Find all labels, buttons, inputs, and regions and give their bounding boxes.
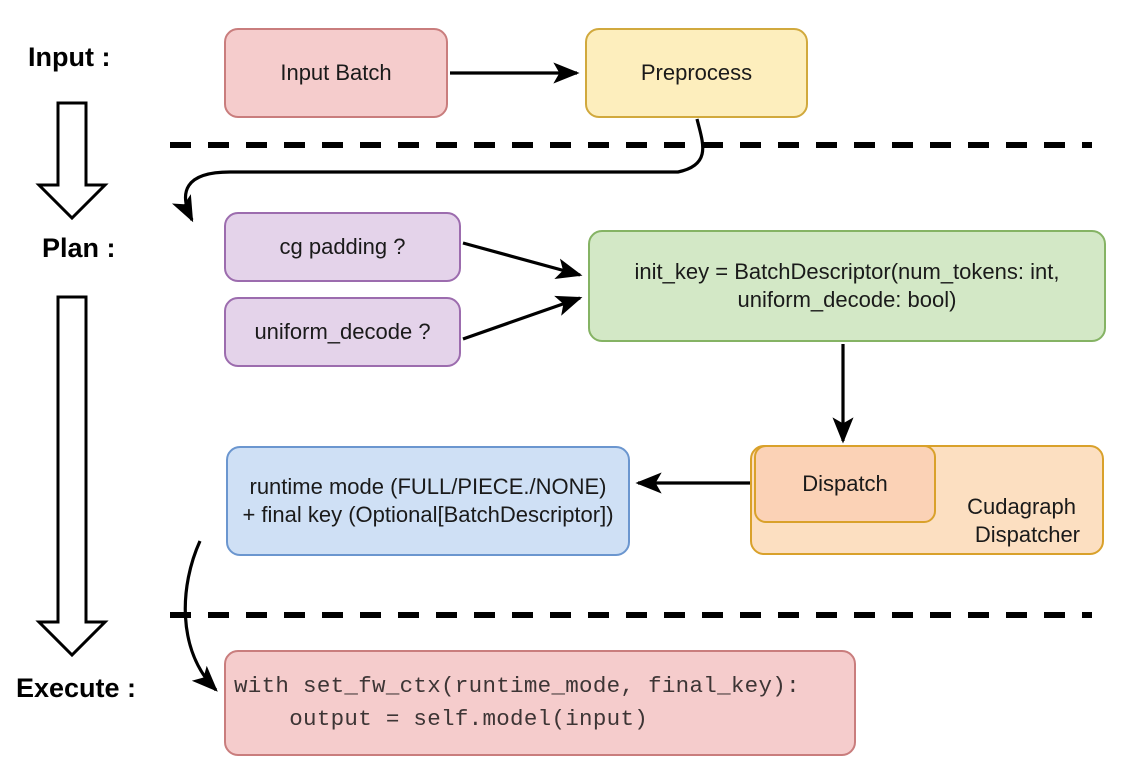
stage-arrow-input-to-plan: [35, 101, 109, 221]
node-execute-code-line1: with set_fw_ctx(runtime_mode, final_key)…: [234, 673, 800, 700]
node-uniform-decode-label: uniform_decode ?: [254, 318, 431, 344]
stage-label-plan: Plan :: [42, 233, 116, 263]
node-input-batch[interactable]: Input Batch: [224, 28, 448, 118]
edge-runtime-mode-to-execute-code: [183, 540, 218, 692]
node-cudagraph-dispatcher-line1: Cudagraph: [967, 493, 1076, 519]
node-preprocess[interactable]: Preprocess: [585, 28, 808, 118]
node-runtime-mode[interactable]: runtime mode (FULL/PIECE./NONE) + final …: [226, 446, 630, 556]
node-uniform-decode[interactable]: uniform_decode ?: [224, 297, 461, 367]
node-runtime-mode-line2: + final key (Optional[BatchDescriptor]): [242, 502, 614, 527]
edge-preprocess-to-cg-padding: [171, 118, 705, 223]
edge-uniform-decode-to-init-key: [462, 295, 583, 341]
node-cg-padding[interactable]: cg padding ?: [224, 212, 461, 282]
node-execute-code-line2: output = self.model(input): [234, 706, 649, 732]
node-execute-code[interactable]: with set_fw_ctx(runtime_mode, final_key)…: [224, 650, 856, 756]
node-init-key[interactable]: init_key = BatchDescriptor(num_tokens: i…: [588, 230, 1106, 342]
stage-label-execute: Execute :: [16, 673, 137, 703]
stage-label-input: Input :: [28, 42, 111, 72]
node-dispatch[interactable]: Dispatch: [754, 445, 936, 523]
node-cudagraph-dispatcher-line2: Dispatcher: [974, 521, 1080, 547]
node-preprocess-label: Preprocess: [640, 59, 753, 85]
stage-arrow-plan-to-execute: [35, 295, 109, 658]
node-runtime-mode-line1: runtime mode (FULL/PIECE./NONE): [249, 473, 607, 499]
node-input-batch-label: Input Batch: [280, 59, 392, 85]
node-init-key-line2: uniform_decode: bool): [737, 287, 957, 312]
node-cg-padding-label: cg padding ?: [279, 233, 406, 259]
node-dispatch-label: Dispatch: [802, 470, 888, 496]
node-init-key-line1: init_key = BatchDescriptor(num_tokens: i…: [634, 258, 1060, 284]
edge-cg-padding-to-init-key: [462, 241, 583, 279]
